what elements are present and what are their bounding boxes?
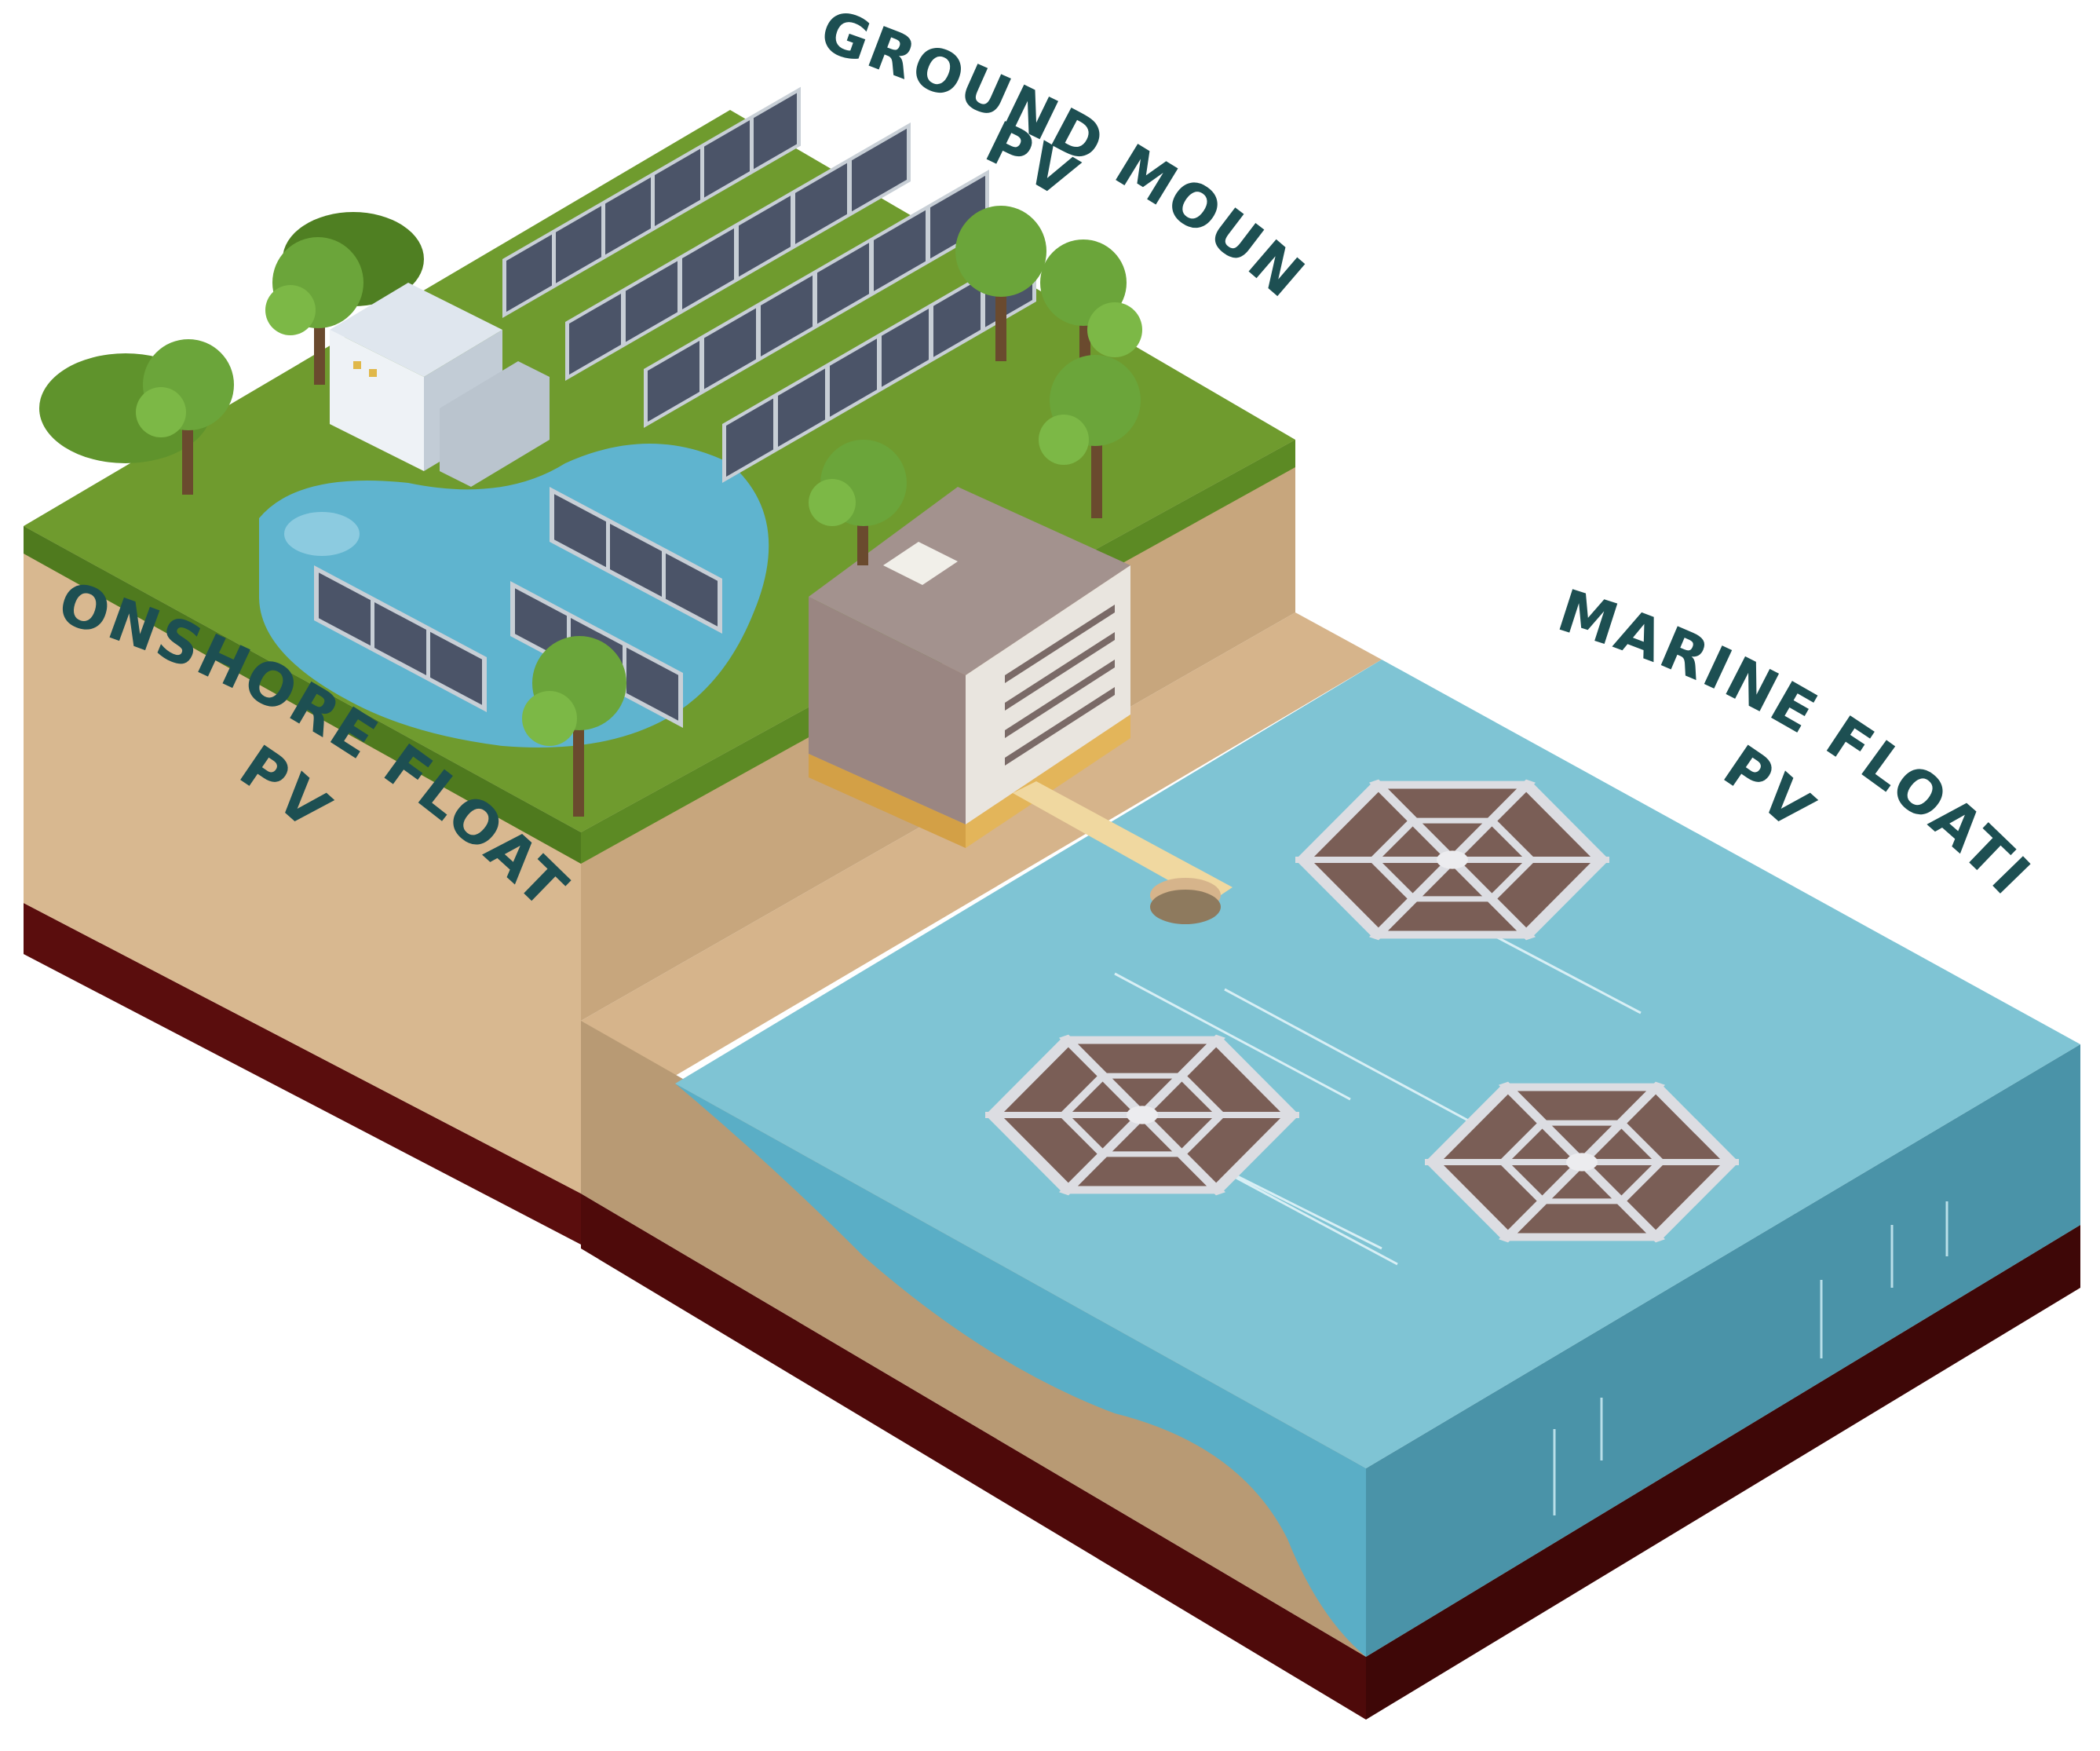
sand-step-top [581, 612, 1382, 1076]
trees [136, 206, 1142, 817]
tree [136, 339, 234, 495]
office-windows [1005, 605, 1115, 766]
water-ripples [1114, 933, 1642, 1266]
sea-top [675, 660, 2080, 1468]
sea-front-face [675, 1084, 1366, 1657]
sea-block [581, 660, 2080, 1720]
marine-hex-array [1425, 1081, 1739, 1243]
soil-front-face [24, 526, 581, 1194]
pond-highlight [284, 512, 360, 556]
pier [1013, 781, 1233, 924]
panel-row [502, 86, 801, 318]
bedrock-front [581, 1194, 1366, 1720]
onshore-pond [259, 444, 769, 748]
panel-row [565, 122, 911, 381]
grass-front-edge [24, 526, 581, 864]
office-building [809, 487, 1130, 848]
pond-panel-group [550, 487, 722, 634]
substation-building [330, 283, 550, 487]
side-ripples [1553, 1201, 1948, 1515]
tree [265, 237, 363, 385]
marine-hex-array [1295, 779, 1609, 941]
panel-row [644, 169, 989, 428]
pond-panel-group [314, 565, 487, 712]
sea-right-face [1366, 1044, 2080, 1657]
bedrock-right [1366, 1225, 2080, 1720]
bedrock-front-left [24, 903, 581, 1245]
tree [522, 636, 626, 817]
tree [809, 440, 907, 565]
ground-mounted-array [502, 86, 1036, 483]
tree [955, 206, 1046, 361]
tree [1040, 239, 1142, 385]
tree [1039, 355, 1141, 518]
marine-hex-array [985, 1034, 1299, 1196]
